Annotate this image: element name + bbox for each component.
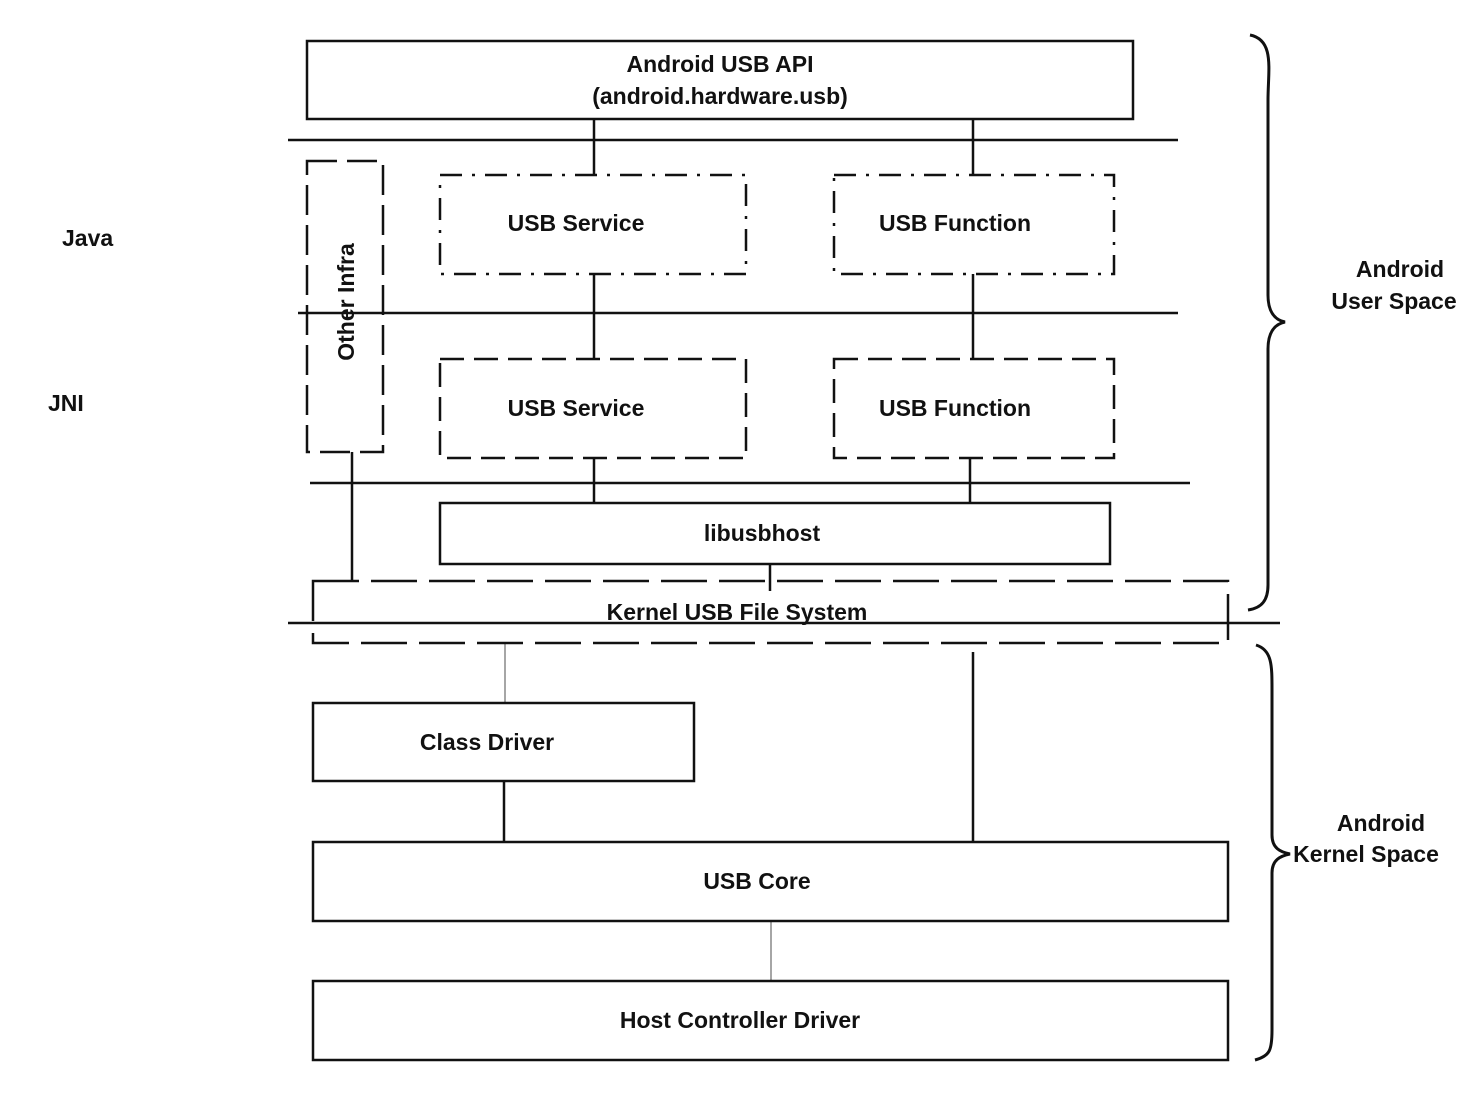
kernel-space-brace bbox=[1254, 643, 1291, 1062]
user-space-label-line2: User Space bbox=[1331, 288, 1456, 314]
connectors bbox=[350, 119, 975, 842]
usb-core-box bbox=[311, 840, 1230, 923]
usb-function-jni-box bbox=[832, 357, 1116, 460]
thin-connectors bbox=[504, 643, 772, 981]
other-infra-label: Other Infra bbox=[333, 243, 359, 361]
host-controller-driver-box bbox=[311, 979, 1230, 1062]
usb-function-jni-label: USB Function bbox=[879, 395, 1031, 421]
other-infra-box bbox=[305, 159, 385, 454]
user-space-label-line1: Android bbox=[1356, 256, 1444, 282]
android-usb-api-title: Android USB API bbox=[627, 51, 814, 77]
usb-service-jni-label: USB Service bbox=[508, 395, 645, 421]
android-usb-api-package: (android.hardware.usb) bbox=[592, 83, 848, 109]
usb-core-label: USB Core bbox=[703, 868, 810, 894]
class-driver-box bbox=[311, 701, 696, 783]
usb-function-java-label: USB Function bbox=[879, 210, 1031, 236]
usb-service-java-label: USB Service bbox=[508, 210, 645, 236]
class-driver-label: Class Driver bbox=[420, 729, 554, 755]
kernel-usb-fs-label: Kernel USB File System bbox=[607, 599, 868, 625]
layer-separators bbox=[288, 138, 1280, 625]
jni-layer-label: JNI bbox=[48, 390, 84, 416]
java-layer-label: Java bbox=[62, 225, 113, 251]
android-usb-api-box bbox=[305, 39, 1135, 121]
host-controller-driver-label: Host Controller Driver bbox=[620, 1007, 860, 1033]
kernel-space-label-line2: Kernel Space bbox=[1293, 841, 1439, 867]
usb-function-java-box bbox=[832, 173, 1116, 276]
libusbhost-box bbox=[438, 501, 1112, 566]
user-space-brace bbox=[1247, 33, 1286, 612]
kernel-usb-fs-box bbox=[311, 579, 1230, 645]
libusbhost-label: libusbhost bbox=[704, 520, 821, 546]
kernel-space-label-line1: Android bbox=[1337, 810, 1425, 836]
usb-service-java-box bbox=[438, 173, 748, 276]
usb-service-jni-box bbox=[438, 357, 748, 460]
